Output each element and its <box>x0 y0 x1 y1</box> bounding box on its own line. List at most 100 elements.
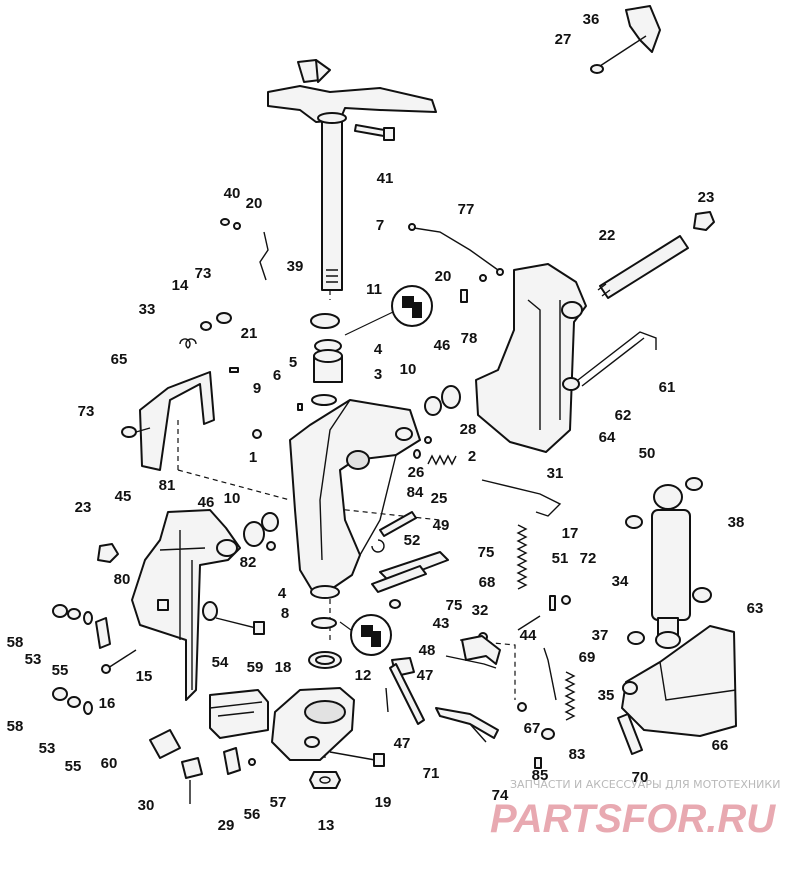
washer-55-upper <box>83 611 93 625</box>
rod-31 <box>481 479 562 517</box>
washer-14 <box>200 321 212 331</box>
pin-6 <box>297 403 303 411</box>
lower-mount-12 <box>271 687 355 761</box>
screw-78 <box>460 289 468 303</box>
callout-59: 59 <box>247 659 264 676</box>
callout-23: 23 <box>698 189 715 206</box>
callout-14: 14 <box>172 277 189 294</box>
clip-56 <box>223 747 241 775</box>
bolt-41 <box>353 124 395 141</box>
callout-17: 17 <box>562 525 579 542</box>
callout-85: 85 <box>532 767 549 784</box>
lubricant-badge-lower <box>339 614 392 656</box>
clamp-bracket-left-45 <box>131 509 241 701</box>
callout-64: 64 <box>599 429 616 446</box>
steering-arm-and-shaft <box>267 59 437 291</box>
callout-49: 49 <box>433 517 450 534</box>
callout-35: 35 <box>598 687 615 704</box>
lever-71 <box>389 663 425 725</box>
callout-18: 18 <box>275 659 292 676</box>
callout-56: 56 <box>244 806 261 823</box>
washer-46-left <box>243 521 265 547</box>
callout-13: 13 <box>318 817 335 834</box>
washer-54 <box>202 601 218 621</box>
callout-51: 51 <box>552 550 569 567</box>
callout-57: 57 <box>270 794 287 811</box>
block-29 <box>181 757 203 779</box>
callout-26: 26 <box>408 464 425 481</box>
screw-9 <box>252 429 262 439</box>
rod-61 <box>577 331 657 387</box>
nut-23-right <box>693 211 715 231</box>
callout-19: 19 <box>375 794 392 811</box>
callout-53: 53 <box>39 740 56 757</box>
callout-74: 74 <box>492 787 509 804</box>
callout-10: 10 <box>224 490 241 507</box>
spring-33 <box>179 338 197 349</box>
pin-70 <box>617 713 643 755</box>
callout-45: 45 <box>115 488 132 505</box>
washer-55-lower <box>83 701 93 715</box>
callout-20: 20 <box>246 195 263 212</box>
callout-63: 63 <box>747 600 764 617</box>
callout-32: 32 <box>472 602 489 619</box>
screw-72 <box>561 595 571 605</box>
plate-75-lower <box>371 565 427 593</box>
swivel-bracket-1 <box>289 399 421 599</box>
callout-52: 52 <box>404 532 421 549</box>
pin-57 <box>248 758 256 766</box>
callout-34: 34 <box>612 573 629 590</box>
callout-39: 39 <box>287 258 304 275</box>
spring-35 <box>564 671 576 721</box>
callout-40: 40 <box>224 185 241 202</box>
callout-27: 27 <box>555 31 572 48</box>
callout-55: 55 <box>65 758 82 775</box>
pin-21 <box>229 367 239 373</box>
lever-74 <box>435 707 499 743</box>
callout-10: 10 <box>400 361 417 378</box>
callout-65: 65 <box>111 351 128 368</box>
callout-41: 41 <box>377 170 394 187</box>
callout-78: 78 <box>461 330 478 347</box>
pin-73-left <box>121 426 151 438</box>
callout-58: 58 <box>7 718 24 735</box>
callout-58: 58 <box>7 634 24 651</box>
washer-20-left <box>233 222 241 230</box>
callout-21: 21 <box>241 325 258 342</box>
callout-55: 55 <box>52 662 69 679</box>
cap-58-upper <box>52 604 68 618</box>
callout-2: 2 <box>468 448 476 465</box>
ground-strap-77 <box>408 223 504 276</box>
callout-4: 4 <box>374 341 383 358</box>
callout-37: 37 <box>592 627 609 644</box>
bushing-62 <box>562 377 580 391</box>
callout-9: 9 <box>253 380 261 397</box>
callout-6: 6 <box>273 367 281 384</box>
callout-47: 47 <box>394 735 411 752</box>
pin-73-upper <box>216 312 232 324</box>
callout-69: 69 <box>579 649 596 666</box>
bracket-65 <box>139 371 215 471</box>
callout-8: 8 <box>281 605 289 622</box>
callout-11: 11 <box>366 281 382 298</box>
callout-47: 47 <box>417 667 434 684</box>
trim-lever-36 <box>590 5 661 74</box>
callout-75: 75 <box>478 544 495 561</box>
callout-84: 84 <box>407 484 424 501</box>
callout-20: 20 <box>435 268 452 285</box>
callout-38: 38 <box>728 514 745 531</box>
callout-43: 43 <box>433 615 450 632</box>
bushing-10-left <box>261 512 279 532</box>
callout-30: 30 <box>138 797 155 814</box>
callout-12: 12 <box>355 667 372 684</box>
callout-5: 5 <box>289 354 297 371</box>
nut-53-upper <box>67 608 81 620</box>
callout-50: 50 <box>639 445 656 462</box>
callout-1: 1 <box>249 449 257 466</box>
bushing-83 <box>541 728 555 740</box>
bolt-59 <box>215 617 265 635</box>
washer-46-right <box>441 385 461 409</box>
lever-32 <box>461 635 501 665</box>
callout-82: 82 <box>240 554 257 571</box>
lower-bushing <box>308 617 342 669</box>
